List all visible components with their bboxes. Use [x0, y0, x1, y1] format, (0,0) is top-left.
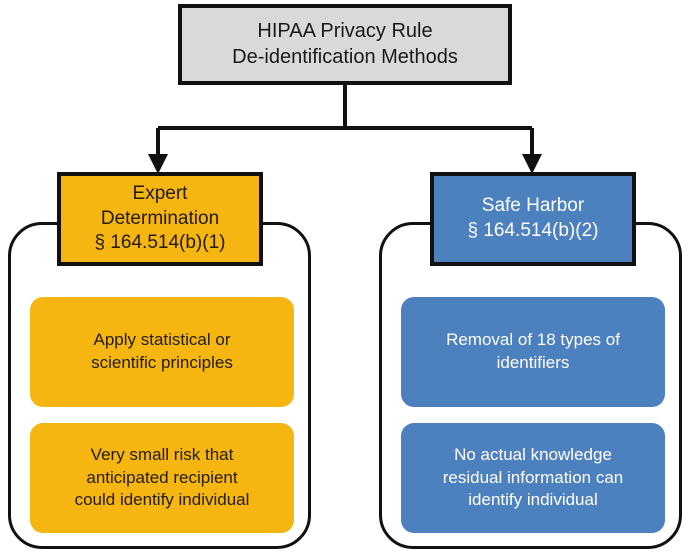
item-line-2: scientific principles — [91, 353, 233, 372]
branch-header-citation: § 164.514(b)(1) — [94, 232, 226, 254]
branch-header-expert-determination: Expert Determination § 164.514(b)(1) — [57, 172, 263, 266]
root-title-line-2: De-identification Methods — [232, 45, 458, 68]
branch-item-box: Apply statistical or scientific principl… — [30, 297, 294, 407]
branch-header-safe-harbor: Safe Harbor § 164.514(b)(2) — [430, 172, 636, 266]
item-line-1: No actual knowledge — [454, 444, 612, 464]
arrowhead-right — [522, 154, 542, 174]
item-line-1: Removal of 18 types of — [446, 330, 620, 350]
branch-item-box: Very small risk that anticipated recipie… — [30, 423, 294, 533]
item-line-2: identifiers — [496, 353, 570, 372]
branch-item-box: Removal of 18 types of identifiers — [401, 297, 665, 407]
branch-item-box: No actual knowledge residual information… — [401, 423, 665, 533]
arrowhead-left — [148, 154, 168, 174]
item-line-1: Very small risk that — [90, 444, 234, 464]
branch-header-citation: § 164.514(b)(2) — [467, 220, 599, 241]
item-line-3: identify individual — [468, 490, 598, 510]
root-title-line-1: HIPAA Privacy Rule — [257, 19, 433, 42]
item-line-3: could identify individual — [74, 490, 250, 510]
item-line-2: residual information can — [442, 467, 624, 487]
branch-header-line-1: Expert — [132, 182, 188, 204]
root-title-box: HIPAA Privacy Rule De-identification Met… — [178, 4, 512, 85]
item-line-1: Apply statistical or — [93, 330, 231, 350]
item-line-2: anticipated recipient — [86, 467, 238, 487]
branch-header-line-2: Determination — [100, 207, 220, 229]
branch-header-line-1: Safe Harbor — [481, 195, 585, 217]
